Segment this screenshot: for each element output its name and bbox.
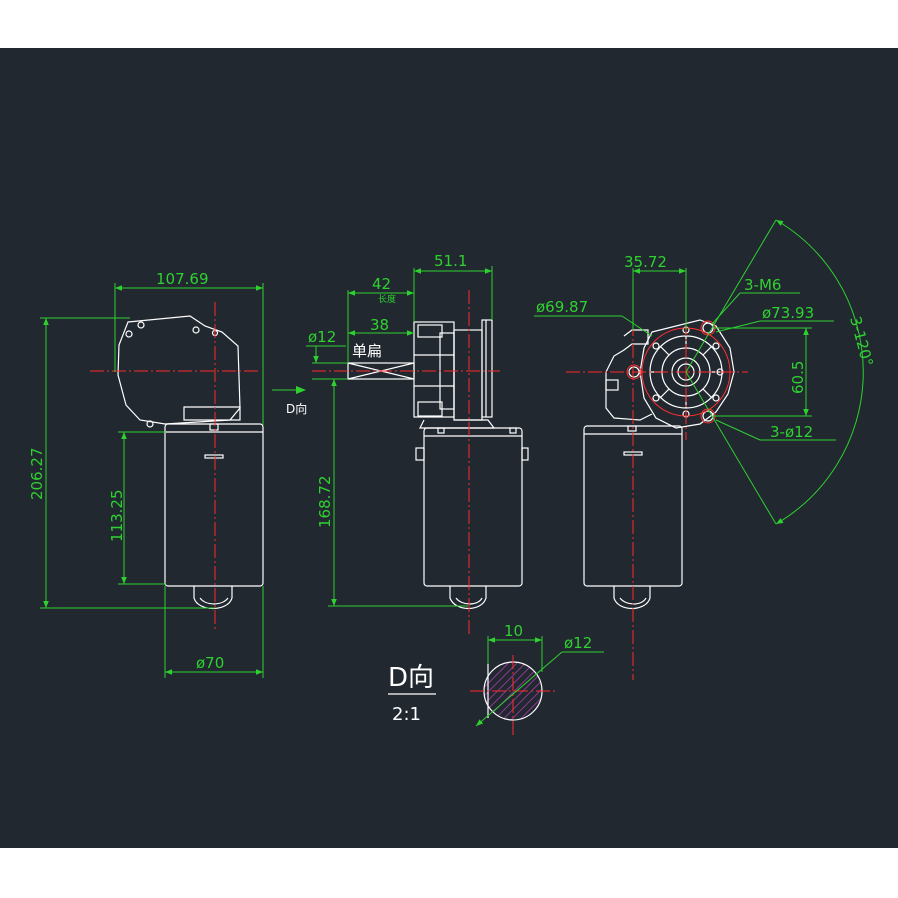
- motor-height-dim: 113.25: [108, 490, 126, 543]
- detail-flat-width-dim: 10: [504, 622, 523, 640]
- left-side-view: 107.69 206.27 113.25 ø70 D向: [28, 270, 307, 678]
- length-sub-label: 长度: [378, 293, 396, 305]
- detail-d-view: D向 2:1 10 ø12: [388, 622, 604, 735]
- angle-dim: 3-120°: [846, 314, 877, 368]
- total-height-dim: 206.27: [28, 448, 46, 501]
- detail-view-label: D向: [388, 663, 434, 693]
- circle-outer-dim: ø73.93: [762, 304, 814, 322]
- direction-d-label: D向: [286, 401, 307, 416]
- mount-holes-dim: 3-ø12: [770, 423, 813, 441]
- detail-scale-label: 2:1: [392, 704, 421, 725]
- flat-length-dim: 38: [370, 316, 389, 334]
- length-dim: 42: [372, 275, 391, 293]
- shaft-to-base-dim: 168.72: [316, 476, 334, 529]
- circle-inner-dim: ø69.87: [536, 298, 588, 316]
- side-width-dim: 107.69: [156, 270, 209, 288]
- front-view: 42 长度 38 单扁 51.1 ø12 168.72: [306, 252, 529, 635]
- thread-holes-dim: 3-M6: [744, 276, 781, 294]
- body-diameter-dim: ø70: [196, 654, 224, 672]
- flat-label: 单扁: [352, 342, 382, 360]
- flange-thickness-dim: 51.1: [434, 252, 467, 270]
- end-view: 35.72 ø69.87 3-M6 ø73.93 60.5 3-ø12 3-12…: [534, 219, 877, 680]
- drawing-sheet: [0, 48, 898, 848]
- hole-spacing-dim: 60.5: [789, 361, 807, 394]
- shaft-diameter-dim: ø12: [308, 328, 336, 346]
- offset-dim: 35.72: [624, 253, 667, 271]
- detail-shaft-diameter-dim: ø12: [564, 634, 592, 652]
